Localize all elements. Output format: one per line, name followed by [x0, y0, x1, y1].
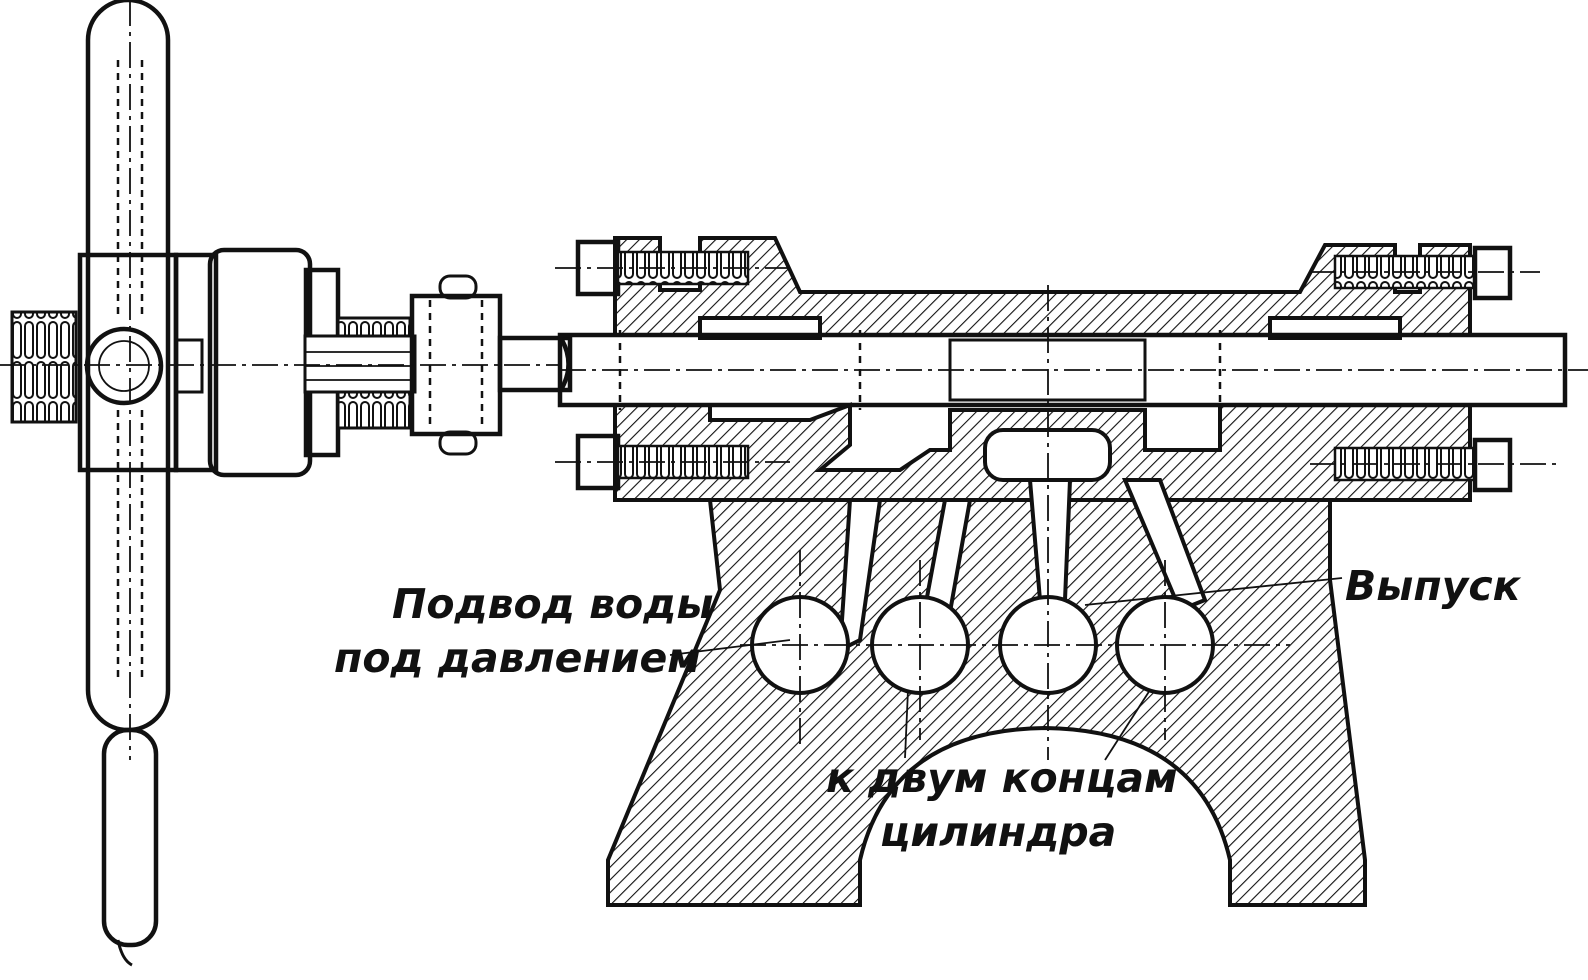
svg-text:цилиндра: цилиндра [880, 808, 1116, 856]
bolt-bottom-right [1310, 437, 1560, 493]
label-outlet: Выпуск [1084, 562, 1522, 610]
bolt-bottom-left [555, 433, 790, 491]
label-cylinder: к двум концам цилиндра [826, 689, 1178, 856]
bolt-top-right [1310, 245, 1540, 301]
svg-text:Выпуск: Выпуск [1345, 562, 1522, 610]
label-water-inlet: Подвод воды под давлением [334, 580, 791, 682]
port-centerlines [740, 285, 1290, 760]
worm-thread [10, 310, 78, 424]
bolt-top-left [555, 239, 790, 297]
svg-text:к двум концам: к двум концам [826, 754, 1178, 802]
handwheel [77, 0, 179, 967]
spindle-thread [303, 316, 417, 430]
svg-text:Подвод воды: Подвод воды [392, 580, 713, 628]
svg-text:под давлением: под давлением [334, 634, 701, 682]
